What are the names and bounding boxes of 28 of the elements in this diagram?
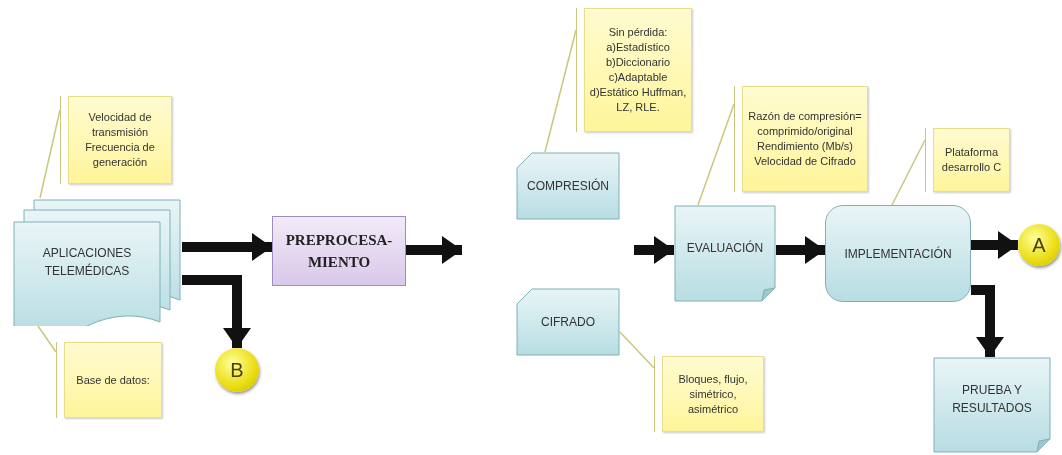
connector-label: A (1032, 233, 1046, 258)
node-text: IMPLEMENTACIÓN (844, 245, 952, 263)
snipped-corner-box (516, 288, 620, 356)
node-text: CIFRADO (541, 314, 595, 331)
node-text: Razón de compresión= comprimido/original Rendimiento (Mb/s) Velocidad de Cifrado (747, 109, 863, 169)
node-text: Base de datos: (76, 372, 150, 388)
node-text: Plataforma desarrollo C (940, 145, 1003, 175)
multi-document-shape (12, 198, 182, 326)
process-box (272, 216, 406, 286)
leader-line (891, 139, 926, 206)
leader-line (544, 29, 577, 153)
node-text: Sin pérdida: a)Estadístico b)Diccionario c)Adaptable d)Estático Huffman, LZ, RLE. (589, 25, 687, 115)
folded-corner-box (674, 205, 776, 302)
rounded-box (825, 205, 971, 302)
node-text: PRUEBA Y RESULTADOS (951, 382, 1033, 417)
leader-line (619, 331, 655, 369)
leader-line (39, 109, 61, 199)
snipped-corner-box (516, 152, 620, 220)
node-text: Velocidad de transmisión Frecuencia de generación (84, 110, 156, 170)
node-text: APLICACIONES TELEMÉDICAS (41, 245, 133, 280)
leader-line (37, 325, 57, 353)
leader-line (697, 103, 735, 206)
node-text: PREPROCESA- MIENTO (284, 230, 394, 272)
folded-corner-box (933, 357, 1051, 453)
node-text: EVALUACIÓN (686, 239, 764, 257)
connector-label: B (230, 358, 244, 383)
node-text: COMPRESIÓN (527, 177, 609, 195)
node-text: Bloques, flujo, simétrico, asimétrico (677, 371, 749, 417)
